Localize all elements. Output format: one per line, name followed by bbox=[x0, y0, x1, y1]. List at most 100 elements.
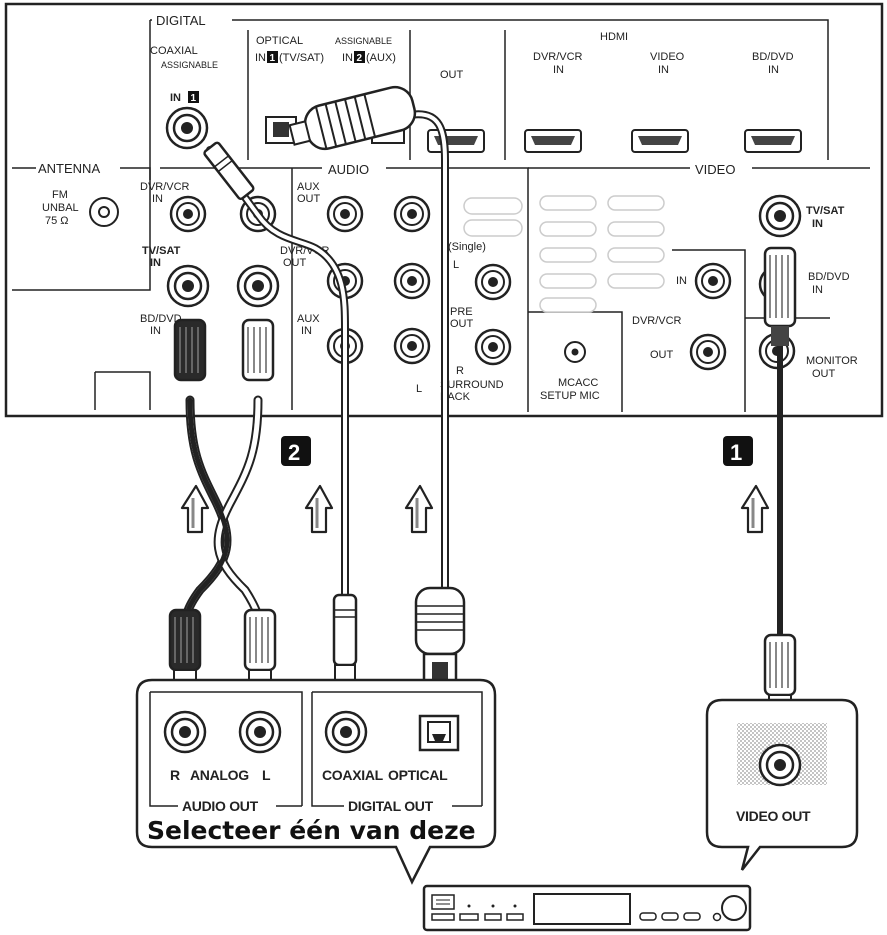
antenna-label: ANTENNA bbox=[38, 161, 100, 176]
pre-out-l-jack bbox=[474, 263, 512, 301]
hdmi-dvr-port bbox=[524, 129, 582, 153]
device-analog-label: ANALOG bbox=[190, 767, 249, 783]
pre-out-sub: OUT bbox=[450, 318, 474, 330]
pre-out-r-label: R bbox=[456, 365, 464, 377]
device-video-out-jack bbox=[758, 743, 802, 787]
device-coaxial-label: COAXIAL bbox=[322, 767, 384, 783]
tv-sat-in-l-jack bbox=[166, 264, 210, 308]
hdmi-bd-port bbox=[744, 129, 802, 153]
signal-arrow-video-icon bbox=[740, 484, 770, 534]
hdmi-video-label: VIDEO bbox=[650, 51, 685, 63]
bd-dvd-in-sub: IN bbox=[150, 325, 161, 337]
hdmi-dvr-label: DVR/VCR bbox=[533, 51, 583, 63]
video-dvr-label: DVR/VCR bbox=[632, 315, 682, 327]
select-one-caption: Selecteer één van deze bbox=[147, 816, 476, 845]
hdmi-bd-label: BD/DVD bbox=[752, 51, 794, 63]
audio-label: AUDIO bbox=[328, 162, 369, 177]
aux-out-sub: OUT bbox=[297, 193, 321, 205]
dvr-vcr-out-sub: OUT bbox=[283, 257, 307, 269]
video-monitor-label: MONITOR bbox=[806, 355, 858, 367]
optical-in2-badge bbox=[354, 51, 365, 63]
digital-label: DIGITAL bbox=[156, 13, 206, 28]
hdmi-dvr-in-label: IN bbox=[553, 64, 564, 76]
dvr-vcr-in-l-jack bbox=[169, 195, 207, 233]
hdmi-label: HDMI bbox=[600, 31, 628, 43]
device-analog-r-jack bbox=[163, 710, 207, 754]
dvr-vcr-in-label: DVR/VCR bbox=[140, 181, 190, 193]
hdmi-out-port bbox=[427, 129, 485, 153]
device-video-out-label: VIDEO OUT bbox=[736, 808, 811, 824]
coaxial-in-jack bbox=[165, 106, 209, 150]
video-tv-sat-in-jack bbox=[758, 194, 802, 238]
hdmi-bd-in-label: IN bbox=[768, 64, 779, 76]
device-optical-label: OPTICAL bbox=[388, 767, 448, 783]
video-label: VIDEO bbox=[695, 162, 735, 177]
coaxial-in-label: IN bbox=[170, 92, 181, 104]
optical-in1-name: (TV/SAT) bbox=[279, 52, 324, 64]
video-tv-sat-sub: IN bbox=[812, 218, 823, 230]
device-l-label: L bbox=[262, 767, 271, 783]
aux-out-r-jack bbox=[393, 195, 431, 233]
hdmi-out-label: OUT bbox=[440, 69, 464, 81]
video-tv-sat-label: TV/SAT bbox=[806, 205, 845, 217]
aux-in-r-jack bbox=[393, 327, 431, 365]
video-bd-dvd-sub: IN bbox=[812, 284, 823, 296]
signal-arrow-analog-icon bbox=[180, 484, 210, 534]
video-monitor-sub: OUT bbox=[812, 368, 836, 380]
tv-sat-in-r-jack bbox=[236, 264, 280, 308]
video-dvr-out-jack bbox=[689, 333, 727, 371]
coaxial-assignable-label: ASSIGNABLE bbox=[161, 60, 218, 70]
optical-label: OPTICAL bbox=[256, 35, 303, 47]
surround-label: SURROUND bbox=[440, 379, 504, 391]
tv-sat-in-sub: IN bbox=[150, 257, 161, 269]
device-audio-out-label: AUDIO OUT bbox=[182, 798, 259, 814]
fm-label: FM bbox=[52, 189, 68, 201]
device-coaxial-jack bbox=[324, 710, 368, 754]
device-r-label: R bbox=[170, 767, 180, 783]
optical-in1-num: 1 bbox=[270, 53, 276, 64]
optical-in2-label: IN bbox=[342, 52, 353, 64]
bottom-l-label: L bbox=[416, 383, 422, 395]
optical-in2-num: 2 bbox=[357, 53, 363, 64]
pre-out-r-jack bbox=[474, 328, 512, 366]
aux-in-label: AUX bbox=[297, 313, 320, 325]
dvr-vcr-out-r-jack bbox=[393, 262, 431, 300]
audio-output-callout: R ANALOG L COAXIAL OPTICAL AUDIO OUT DIG… bbox=[135, 678, 497, 885]
aux-out-label: AUX bbox=[297, 181, 320, 193]
fm-unbal-label: UNBAL bbox=[42, 202, 79, 214]
device-digital-out-label: DIGITAL OUT bbox=[348, 798, 434, 814]
step-2-number: 2 bbox=[288, 440, 300, 465]
signal-arrow-optical-icon bbox=[404, 484, 434, 534]
optical-in1-label: IN bbox=[255, 52, 266, 64]
video-dvr-in-label: IN bbox=[676, 275, 687, 287]
mcacc-setup-label: SETUP MIC bbox=[540, 390, 600, 402]
device-analog-l-jack bbox=[238, 710, 282, 754]
optical-in1-port-inner bbox=[273, 122, 289, 137]
source-player-device bbox=[422, 884, 752, 932]
coaxial-label: COAXIAL bbox=[150, 45, 198, 57]
video-output-callout: VIDEO OUT bbox=[705, 698, 859, 871]
signal-arrow-coaxial-icon bbox=[304, 484, 334, 534]
single-label: (Single) bbox=[448, 241, 486, 253]
hdmi-video-in-label: IN bbox=[658, 64, 669, 76]
pre-out-label: PRE bbox=[450, 306, 473, 318]
fm-ohm-label: 75 Ω bbox=[45, 215, 69, 227]
dvr-vcr-in-sub: IN bbox=[152, 193, 163, 205]
hdmi-video-port bbox=[631, 129, 689, 153]
step-badge-1: 1 bbox=[723, 436, 753, 466]
optical-in1-badge bbox=[267, 51, 278, 63]
bd-dvd-in-label: BD/DVD bbox=[140, 313, 182, 325]
speaker-terminal-slots bbox=[539, 195, 665, 313]
video-dvr-out-label: OUT bbox=[650, 349, 674, 361]
optical-assignable-label: ASSIGNABLE bbox=[335, 36, 392, 46]
step-badge-2: 2 bbox=[281, 436, 311, 466]
coaxial-in-badge bbox=[188, 91, 199, 103]
step-1-number: 1 bbox=[730, 440, 742, 465]
aux-in-sub: IN bbox=[301, 325, 312, 337]
optical-in2-name: (AUX) bbox=[366, 52, 396, 64]
aux-out-l-jack bbox=[326, 195, 364, 233]
video-dvr-in-jack bbox=[694, 262, 732, 300]
tv-sat-in-label: TV/SAT bbox=[142, 245, 181, 257]
pre-out-l-label: L bbox=[453, 259, 459, 271]
